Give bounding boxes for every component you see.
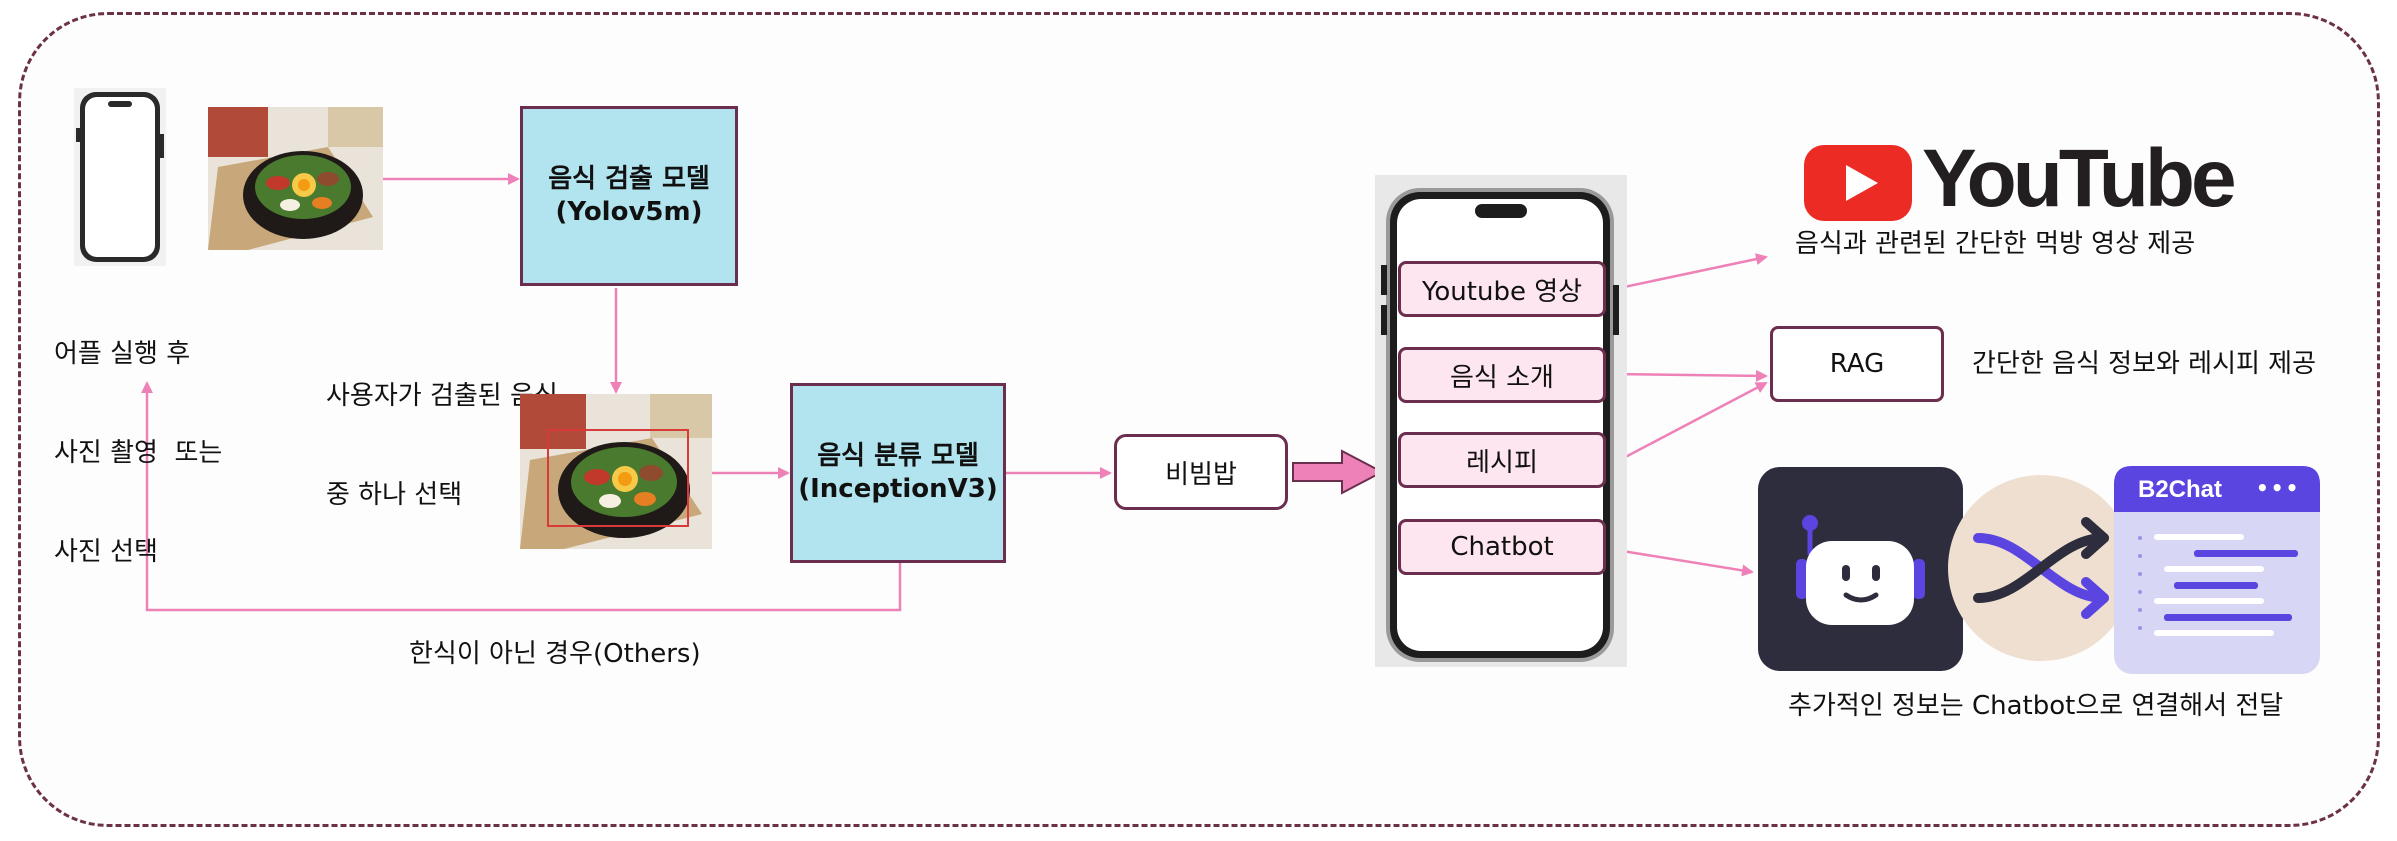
classification-model-box: 음식 분류 모델 (InceptionV3) [790, 383, 1006, 563]
b2chat-menu-dots: ••• [2256, 476, 2301, 500]
classification-model-title: 음식 분류 모델 [817, 441, 979, 471]
detection-select-caption: 사용자가 검출된 음식 중 하나 선택 [326, 314, 558, 545]
arrow-chatbot-to-b2chat [1609, 547, 1754, 577]
arrow-others-back-to-app [141, 381, 902, 612]
menu-recipe[interactable]: 레시피 [1398, 432, 1606, 488]
detection-model-box: 음식 검출 모델 (Yolov5m) [520, 106, 738, 286]
rag-box: RAG [1770, 326, 1944, 402]
b2chat-brand: B2Chat [2138, 476, 2223, 503]
result-box: 비빔밥 [1114, 434, 1288, 510]
arrow-intro-to-rag [1609, 369, 1768, 382]
menu-chatbot[interactable]: Chatbot [1398, 519, 1606, 575]
detection-model-title: 음식 검출 모델 [548, 164, 710, 194]
app-phone [1375, 175, 1627, 667]
detection-select-line: 사용자가 검출된 음식 [326, 381, 558, 411]
input-caption-line: 어플 실행 후 [54, 339, 191, 369]
shuffle-icon [1948, 475, 2134, 661]
diagram-frame [18, 12, 2380, 827]
bibimbap-photo [208, 107, 383, 250]
block-arrow-result-to-phone [1292, 449, 1385, 495]
menu-youtube[interactable]: Youtube 영상 [1398, 261, 1606, 317]
arrow-youtube-menu-to-youtube [1609, 253, 1768, 292]
arrow-recipe-to-rag [1613, 381, 1768, 465]
youtube-play-icon [1804, 145, 1912, 221]
input-caption: 어플 실행 후 사진 촬영 또는 사진 선택 [54, 272, 222, 602]
input-caption-line: 사진 촬영 또는 [54, 438, 223, 468]
others-label: 한식이 아닌 경우(Others) [409, 639, 701, 669]
robot-icon [1758, 467, 1963, 671]
b2chat-window-icon [2114, 466, 2320, 674]
menu-food-intro[interactable]: 음식 소개 [1398, 347, 1606, 403]
smartphone-frame-icon [1381, 188, 1619, 662]
rag-caption: 간단한 음식 정보와 레시피 제공 [1972, 349, 2317, 379]
detection-select-line: 중 하나 선택 [326, 480, 463, 510]
classification-model-name: (InceptionV3) [798, 474, 998, 504]
detection-model-name: (Yolov5m) [555, 197, 703, 227]
input-phone [74, 88, 166, 266]
smartphone-icon [76, 92, 164, 262]
chatbot-caption: 추가적인 정보는 Chatbot으로 연결해서 전달 [1788, 691, 2284, 721]
youtube-caption: 음식과 관련된 간단한 먹방 영상 제공 [1795, 229, 2196, 259]
detection-bounding-box [547, 429, 689, 527]
input-caption-line: 사진 선택 [54, 537, 158, 567]
detected-food-photo [520, 394, 712, 549]
youtube-wordmark: YouTube [1922, 133, 2237, 224]
